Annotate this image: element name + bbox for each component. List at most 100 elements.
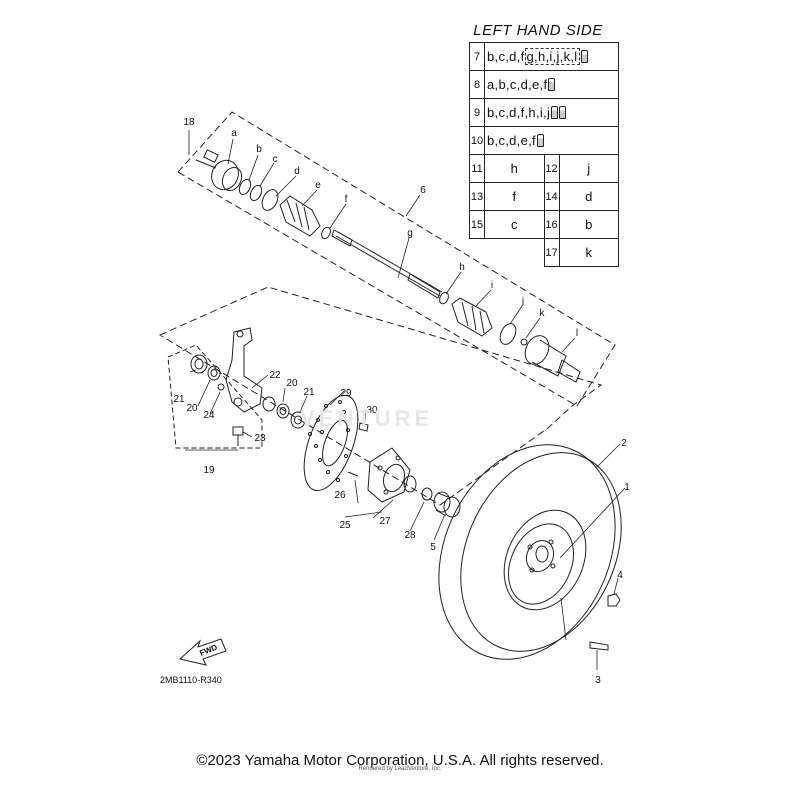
callout-25: 25 (339, 520, 351, 531)
empty-cell (485, 239, 545, 267)
callout-l: l (576, 328, 578, 339)
oil-seal-21-left (190, 354, 208, 374)
callout-5: 5 (430, 542, 436, 553)
callout-e: e (315, 180, 321, 191)
callout-29: 29 (340, 388, 352, 399)
clamp-j (499, 323, 517, 345)
lubricant-icon (536, 134, 544, 147)
table-row: 8 a,b,c,d,e,f (469, 70, 619, 99)
callout-6: 6 (420, 185, 426, 196)
valve-3 (589, 641, 609, 651)
row-value: h (484, 154, 545, 183)
row-number: 12 (543, 154, 560, 183)
callout-19: 19 (203, 465, 215, 476)
clip-24 (217, 383, 225, 391)
circlip-22 (262, 396, 276, 412)
callout-21-right: 21 (303, 387, 315, 398)
lubricant-icon (559, 106, 567, 119)
row-value: b,c,d,f,h,i,j (487, 105, 551, 120)
callout-h: h (459, 262, 465, 273)
table-row: 10 b,c,d,e,f (469, 126, 619, 155)
oil-seal-21-right (290, 411, 306, 429)
row-boxed-value: g,h,i,j,k,l (524, 48, 580, 65)
clamp-f (321, 226, 331, 240)
wheel-nut-4 (607, 593, 621, 607)
tire-wheel (438, 444, 622, 660)
table-row: 15 c 16 b (469, 210, 619, 239)
hub-dashed-frame (158, 286, 603, 506)
callout-30: 30 (366, 405, 378, 416)
row-number: 8 (469, 70, 485, 99)
castle-nut-5 (433, 491, 461, 518)
row-value: f (484, 182, 545, 211)
lubricant-icon (551, 106, 559, 119)
lubricant-icon (580, 50, 588, 63)
lubricant-icon (548, 78, 556, 91)
row-value: b (558, 210, 619, 239)
table-title: LEFT HAND SIDE (473, 22, 603, 39)
row-value: j (558, 154, 619, 183)
boot-i (451, 297, 493, 337)
callout-22: 22 (269, 370, 281, 381)
wheel-hub (367, 447, 417, 503)
clamp-c (249, 184, 263, 202)
clamp-d (261, 189, 279, 211)
table-row: 17 k (470, 238, 619, 267)
callout-21-left: 21 (173, 394, 185, 405)
circlip-k (520, 338, 528, 346)
bearing-20-right (276, 403, 290, 419)
row-value: b,c,d,f (487, 49, 525, 64)
callout-c: c (273, 154, 278, 165)
callout-f: f (345, 194, 348, 205)
callout-26: 26 (334, 490, 346, 501)
rendered-by-text: Rendered by LeadVenture, Inc. (358, 766, 442, 772)
empty-cell (470, 239, 485, 267)
copyright-text: ©2023 Yamaha Motor Corporation, U.S.A. A… (196, 752, 604, 769)
callout-3: 3 (595, 675, 601, 686)
row-number: 14 (543, 182, 560, 211)
callout-g: g (407, 228, 413, 239)
table-row: 9 b,c,d,f,h,i,j (469, 98, 619, 127)
callout-4: 4 (617, 570, 623, 581)
callout-18: 18 (183, 117, 195, 128)
row-number: 10 (469, 126, 485, 155)
callout-23: 23 (254, 433, 266, 444)
callout-27: 27 (379, 516, 391, 527)
clamp-b (238, 178, 252, 196)
callout-j: j (521, 296, 524, 307)
knuckle-dashed-frame (167, 344, 263, 449)
row-value: a,b,c,d,e,f (487, 77, 548, 92)
steering-knuckle (225, 327, 263, 413)
callout-d: d (294, 166, 300, 177)
driveshaft-dashed-frame (177, 111, 616, 407)
drive-shaft (335, 231, 443, 297)
callout-i: i (491, 280, 493, 291)
row-number: 17 (543, 238, 560, 267)
leadventure-watermark: VENTURE (300, 406, 434, 431)
row-value: b,c,d,e,f (487, 133, 536, 148)
callout-k: k (540, 308, 546, 319)
row-value: d (558, 182, 619, 211)
drawing-code: 2MB1110-R340 (160, 675, 222, 685)
bearing-20-left (207, 365, 221, 381)
table-row: 13 f 14 d (469, 182, 619, 211)
callout-24: 24 (203, 410, 215, 421)
row-value: c (484, 210, 545, 239)
outer-cv-joint (195, 149, 243, 192)
row-number: 11 (469, 154, 485, 183)
row-number: 7 (469, 42, 485, 71)
callout-2: 2 (621, 438, 627, 449)
callout-b: b (256, 144, 262, 155)
table-row: 11 h 12 j (469, 154, 619, 183)
fwd-arrow-icon: FWD (178, 638, 227, 666)
stud-26 (347, 471, 359, 477)
row-number: 15 (469, 210, 485, 239)
inner-cv-joint (524, 335, 581, 383)
callout-20-left: 20 (186, 403, 198, 414)
callout-a: a (231, 128, 237, 139)
washer-28 (421, 487, 433, 501)
row-number: 9 (469, 98, 485, 127)
